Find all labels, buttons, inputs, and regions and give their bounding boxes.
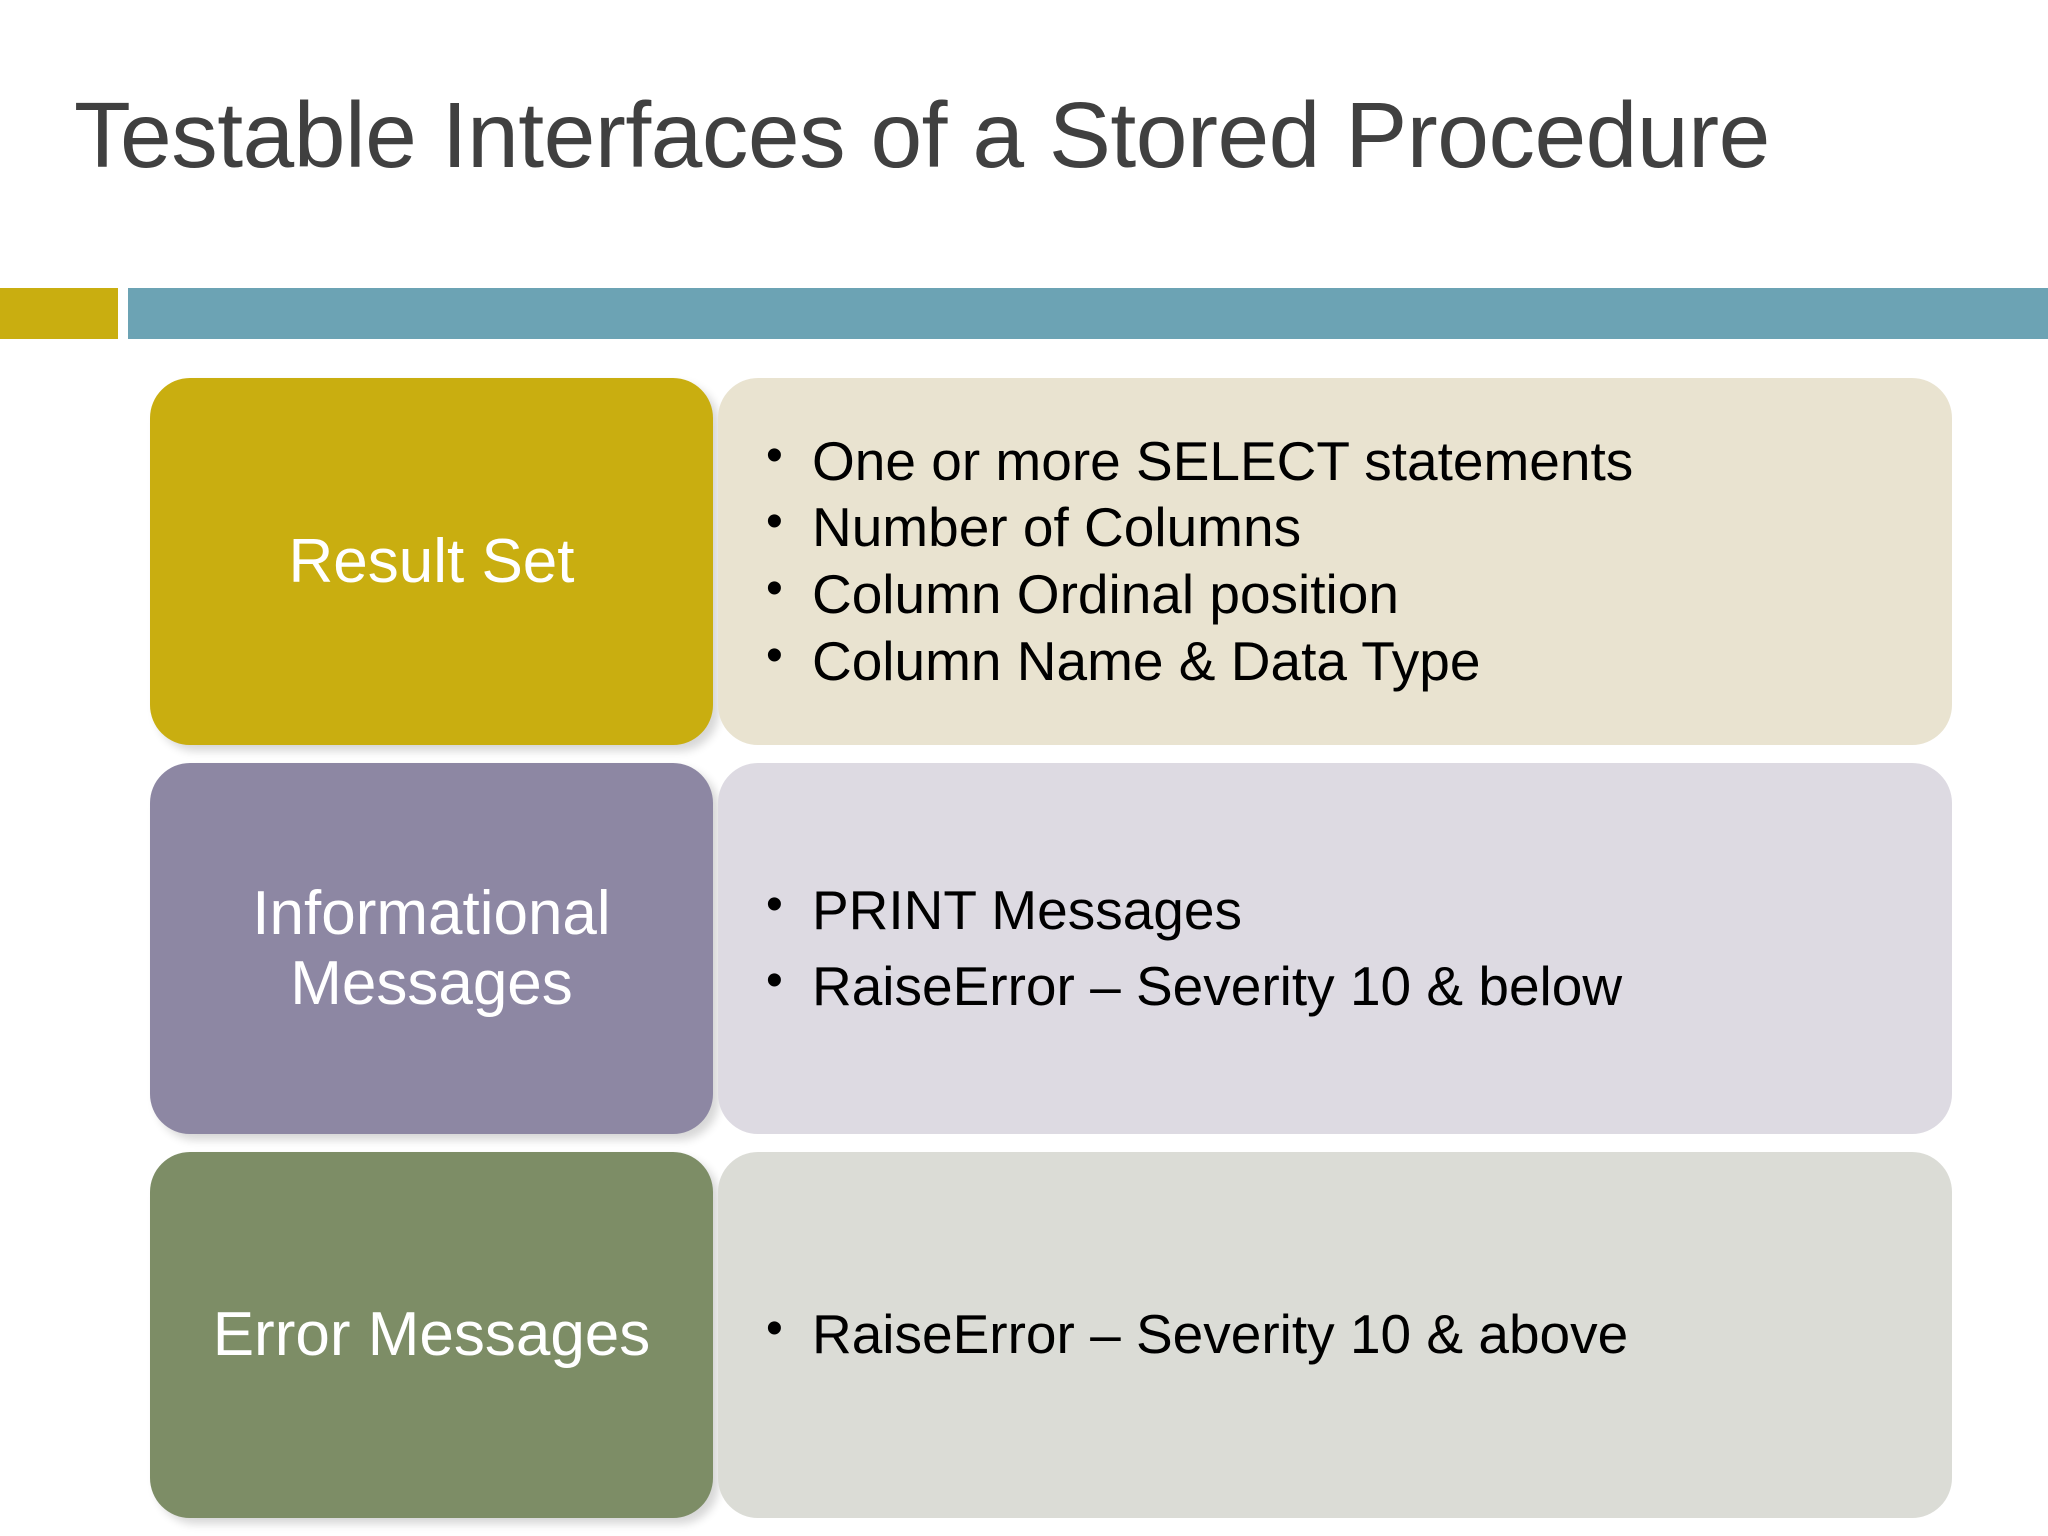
list-item: One or more SELECT statements (760, 429, 1912, 493)
category-content-panel-informational-messages: PRINT Messages RaiseError – Severity 10 … (718, 763, 1952, 1134)
category-label-box-result-set[interactable]: Result Set (150, 378, 713, 745)
title-accent-bar-gold (0, 288, 118, 339)
category-label-text: Error Messages (212, 1300, 651, 1370)
list-item: RaiseError – Severity 10 & below (760, 954, 1912, 1018)
bullet-list: One or more SELECT statements Number of … (760, 429, 1912, 693)
diagram-row-informational-messages: Informational Messages PRINT Messages Ra… (150, 763, 1952, 1134)
category-content-panel-result-set: One or more SELECT statements Number of … (718, 378, 1952, 745)
bullet-list: PRINT Messages RaiseError – Severity 10 … (760, 878, 1912, 1018)
bullet-list: RaiseError – Severity 10 & above (760, 1302, 1912, 1366)
title-accent-bar-blue (128, 288, 2048, 339)
list-item: Number of Columns (760, 495, 1912, 559)
list-item: Column Ordinal position (760, 562, 1912, 626)
category-label-text: Result Set (288, 526, 575, 596)
category-label-text: Informational Messages (252, 879, 611, 1018)
page-title: Testable Interfaces of a Stored Procedur… (74, 83, 1770, 188)
list-item: RaiseError – Severity 10 & above (760, 1302, 1912, 1366)
category-label-box-error-messages[interactable]: Error Messages (150, 1152, 713, 1518)
list-item: Column Name & Data Type (760, 629, 1912, 693)
diagram-row-result-set: Result Set One or more SELECT statements… (150, 378, 1952, 745)
category-label-box-informational-messages[interactable]: Informational Messages (150, 763, 713, 1134)
diagram-row-error-messages: Error Messages RaiseError – Severity 10 … (150, 1152, 1952, 1518)
list-item: PRINT Messages (760, 878, 1912, 942)
category-content-panel-error-messages: RaiseError – Severity 10 & above (718, 1152, 1952, 1518)
